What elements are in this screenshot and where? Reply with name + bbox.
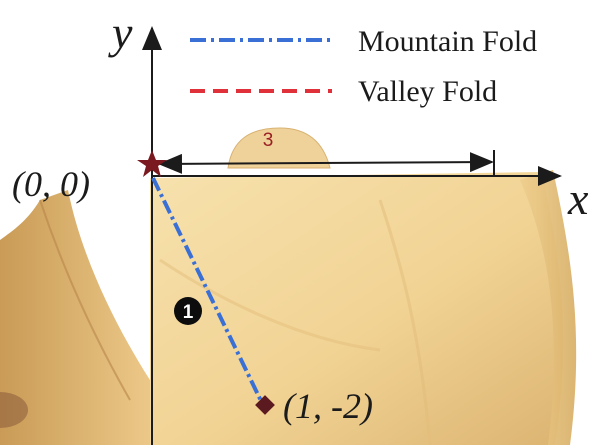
y-axis-label: y: [108, 7, 133, 58]
step-number: 1: [183, 302, 194, 323]
end-point-label: (1, -2): [283, 386, 373, 426]
x-axis-label: x: [567, 173, 589, 224]
measure-arrow: [160, 150, 494, 176]
step-badge: 1: [174, 297, 202, 325]
measure-label: 3: [263, 130, 274, 151]
legend: Mountain Fold Valley Fold: [190, 25, 537, 108]
legend-valley-label: Valley Fold: [358, 75, 497, 108]
origin-label: (0, 0): [12, 164, 90, 204]
legend-mountain-label: Mountain Fold: [358, 25, 537, 58]
